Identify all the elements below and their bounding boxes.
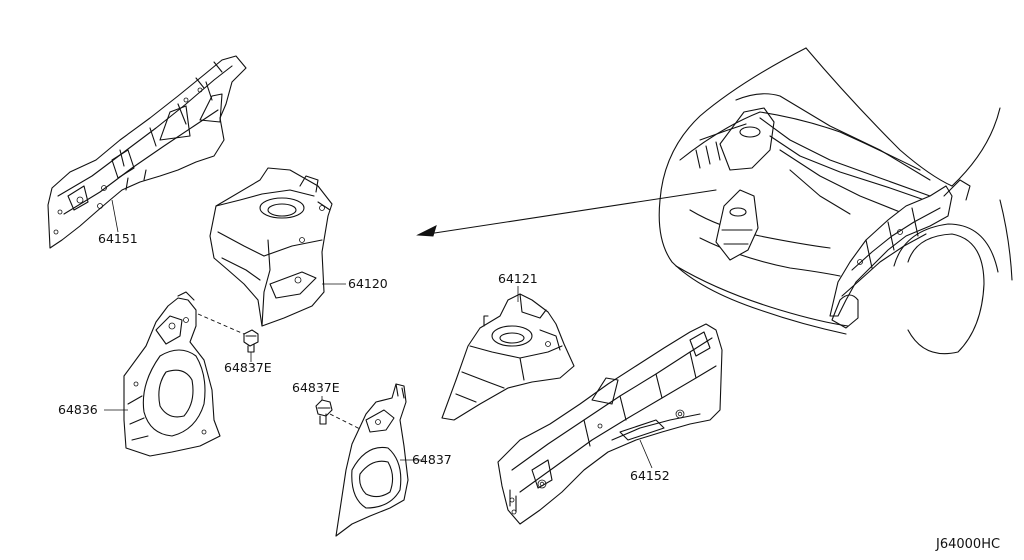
part-64837E-clip-left[interactable] [243,329,259,353]
label-64152: 64152 [630,468,670,483]
part-64836-fender-protector[interactable] [123,291,221,457]
part-64151-rail-left[interactable] [47,55,247,249]
label-64837E-center: 64837E [292,380,340,395]
leader-64151 [111,199,119,233]
vehicle-inset-illustration [658,47,1013,355]
part-64121-strut-housing[interactable] [441,293,575,421]
diagram-code: J64000HC [935,537,1000,552]
dashed-line-64837E-center [329,413,363,431]
label-64151: 64151 [98,231,138,246]
part-64837E-clip-center[interactable] [315,399,333,425]
label-64837: 64837 [412,452,452,467]
part-64120-strut-housing[interactable] [209,167,333,327]
label-64836: 64836 [58,402,98,417]
label-64121: 64121 [498,271,538,286]
label-64837E-left: 64837E [224,360,272,375]
location-arrow [416,189,717,237]
leader-64152 [639,439,653,469]
part-64837-fender-protector[interactable] [335,383,409,537]
dashed-line-64837E-left [197,313,245,335]
label-64120: 64120 [348,276,388,291]
part-64152-rail-right[interactable] [497,323,723,525]
